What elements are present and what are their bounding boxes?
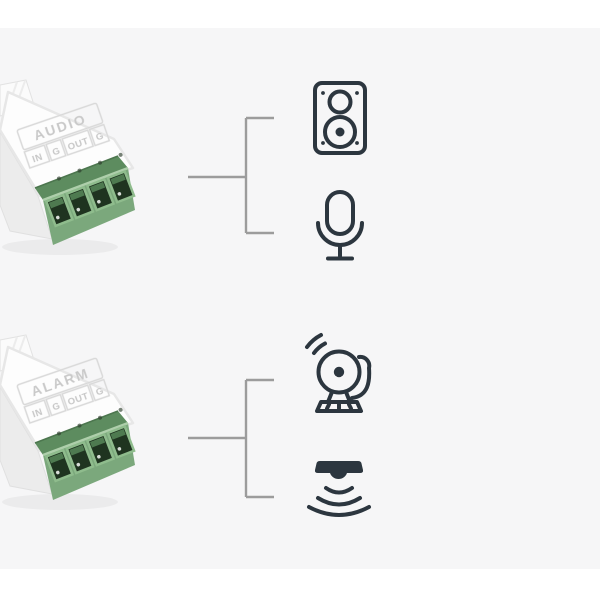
terminal-slots [44,169,136,228]
alarm-bracket [188,378,274,499]
alarm-bell-icon [305,333,372,413]
terminal-slots [44,424,136,483]
speaker-icon [313,81,367,155]
pin-label: IN [31,152,45,166]
pin-label: G [95,130,106,143]
connector-side-face [0,131,53,240]
pin-label: IN [31,407,45,421]
connector-shadow [2,494,118,510]
pin-label: G [51,145,62,158]
microphone-icon [316,190,364,261]
pin-label: G [95,385,106,398]
audio-bracket [188,116,274,235]
terminal-block [34,407,136,500]
motion-sensor-icon [307,461,371,517]
pin-label: G [51,400,62,413]
audio-connector-photo: AUDIO IN G OUT G [0,79,136,255]
terminal-block [34,152,136,245]
connector-shadow [2,239,118,255]
alarm-connector-photo: ALARM IN G OUT G [0,334,136,510]
terminal-screws [56,152,123,181]
connector-side-face [0,386,53,495]
terminal-screws [56,407,123,436]
